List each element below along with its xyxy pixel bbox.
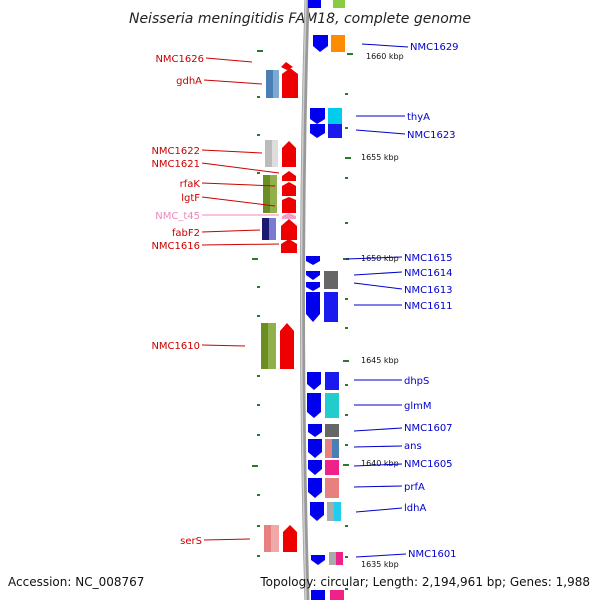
topology-text: Topology: circular; Length: 2,194,961 bp…	[259, 575, 590, 589]
kbp-label-1640: 1640 kbp	[361, 459, 399, 468]
gene-glyph-nmc-t45	[282, 213, 296, 219]
gene-glyph-nmc1623	[310, 124, 325, 138]
genome-axis-highlight	[300, 0, 307, 600]
gene-label-nmc1601: NMC1601	[408, 549, 457, 560]
gene-glyph-nmc1610	[280, 323, 294, 369]
genome-title: Neisseria meningitidis FAM18, complete g…	[129, 11, 471, 27]
gene-glyph-nmc1607	[308, 424, 322, 437]
gene-glyph-nmc1605	[308, 460, 322, 475]
gene-glyph-ans	[308, 439, 322, 458]
gene-label-nmc1610: NMC1610	[151, 341, 200, 352]
gene-label-nmc1623: NMC1623	[407, 130, 456, 141]
gene-label-fabf2: fabF2	[172, 228, 200, 239]
kbp-label-1650: 1650 kbp	[361, 254, 399, 263]
kbp-label-1635: 1635 kbp	[361, 560, 399, 569]
gene-glyph-nmc1605-homolog	[325, 460, 339, 475]
left-tick-markers	[252, 50, 263, 557]
gene-glyph-nmc1616	[281, 239, 297, 253]
gene-glyph-nmc1611	[306, 292, 320, 322]
gene-label-gdha: gdhA	[176, 76, 202, 87]
gene-glyph-gdha	[282, 68, 298, 98]
gene-glyph-nmc1613	[306, 282, 320, 291]
gene-glyph-dhps	[307, 372, 321, 390]
gene-glyph-glmm	[307, 393, 321, 418]
gene-label-rfak: rfaK	[180, 179, 201, 190]
gene-glyph-nmc1622	[282, 141, 296, 167]
gene-glyph-nmc1626	[281, 62, 293, 70]
gene-label-ans: ans	[404, 441, 422, 452]
gene-label-nmc1621: NMC1621	[151, 159, 200, 170]
gene-label-lgtf: lgtF	[181, 193, 200, 204]
left-gene-glyphs	[261, 62, 298, 552]
gene-label-nmc1626: NMC1626	[155, 54, 204, 65]
gene-label-nmc1622: NMC1622	[151, 146, 200, 157]
gene-label-nmc1629: NMC1629	[410, 42, 459, 53]
gene-glyph-nmc1614	[306, 271, 320, 280]
gene-label-ldha: ldhA	[404, 503, 426, 514]
gene-label-nmc1611: NMC1611	[404, 301, 453, 312]
kbp-label-1660: 1660 kbp	[366, 52, 404, 61]
gene-glyph-dhps-homolog	[325, 372, 339, 390]
left-gene-labels: NMC1626 gdhA NMC1622 NMC1621 rfaK lgtF N…	[151, 54, 280, 547]
kbp-label-1645: 1645 kbp	[361, 356, 399, 365]
gene-glyph-nmc1601-homolog	[329, 552, 336, 565]
gene-glyph-nmc1611-homolog	[324, 292, 338, 322]
kbp-labels: 1660 kbp 1655 kbp 1650 kbp 1645 kbp 1640…	[361, 52, 404, 569]
gene-label-nmc-t45: NMC_t45	[155, 211, 200, 222]
gene-glyph-ldha	[310, 502, 324, 521]
gene-label-sers: serS	[180, 536, 202, 547]
gene-label-nmc1616: NMC1616	[151, 241, 200, 252]
gene-glyph-glmm-homolog	[325, 393, 339, 418]
gene-glyph-thya	[310, 108, 325, 124]
gene-glyph-prfa	[308, 478, 322, 498]
gene-glyph-thya-homolog	[328, 108, 342, 125]
right-tick-markers	[343, 53, 353, 590]
gene-label-nmc1607: NMC1607	[404, 423, 453, 434]
gene-glyph-ldha-homolog	[327, 502, 334, 521]
kbp-label-1655: 1655 kbp	[361, 153, 399, 162]
gene-glyph-fabf2	[281, 219, 297, 240]
gene-label-prfa: prfA	[404, 482, 425, 493]
genome-axis	[300, 0, 310, 600]
right-gene-glyphs	[306, 0, 345, 600]
gene-label-nmc1605: NMC1605	[404, 459, 453, 470]
gene-label-nmc1614: NMC1614	[404, 268, 453, 279]
right-gene-labels: NMC1629 thyA NMC1623 NMC1615 NMC1614 NMC…	[345, 42, 459, 560]
gene-glyph-nmc1614-homolog	[324, 271, 338, 289]
gene-glyph-prfa-homolog	[325, 478, 339, 498]
gene-glyph-rfak	[282, 182, 296, 196]
gene-glyph-nmc1607-homolog	[325, 424, 339, 437]
accession-text: Accession: NC_008767	[8, 575, 144, 589]
gene-label-dhps: dhpS	[404, 376, 429, 387]
gene-glyph-ans-homolog	[325, 439, 332, 458]
gene-glyph-lgtf	[282, 197, 296, 213]
gene-glyph-nmc1623-homolog	[328, 124, 342, 138]
gene-glyph-nmc1615	[306, 256, 320, 265]
gene-glyph-sers	[283, 525, 297, 552]
gene-label-nmc1613: NMC1613	[404, 285, 453, 296]
gene-label-glmm: glmM	[404, 401, 432, 412]
gene-glyph-nmc1629	[313, 35, 328, 52]
gene-label-nmc1615: NMC1615	[404, 253, 453, 264]
gene-glyph-nmc1621	[282, 171, 296, 181]
gene-label-thya: thyA	[407, 112, 430, 123]
gene-glyph-nmc1601	[311, 555, 325, 565]
gene-glyph-nmc1629-homolog	[331, 35, 345, 52]
